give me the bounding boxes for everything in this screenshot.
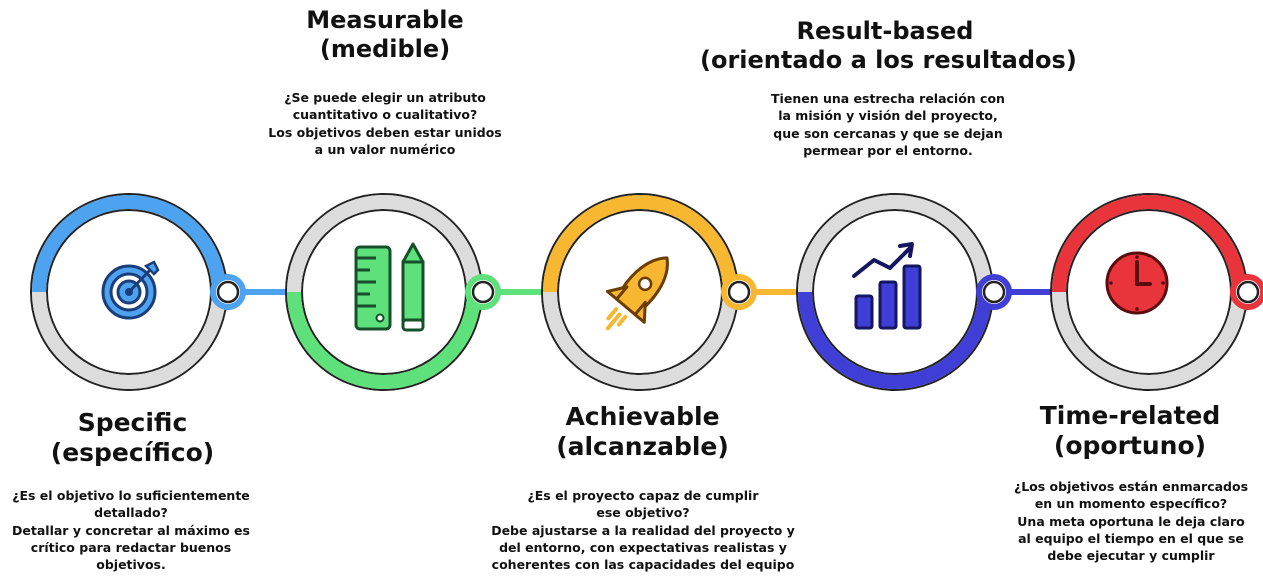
step-description-time-related: ¿Los objetivos están enmarcados en un mo…	[1013, 479, 1249, 563]
step-description-specific: ¿Es el objetivo lo suficientemente detal…	[12, 488, 250, 572]
step-title-time-related: Time-related (oportuno)	[1039, 401, 1221, 460]
growth-chart-icon	[852, 242, 922, 330]
ring-accent-specific	[32, 195, 226, 293]
step-title-specific: Specific (específico)	[50, 408, 215, 467]
step-title-achievable: Achievable (alcanzable)	[556, 402, 729, 461]
step-title-result-based: Result-based (orientado a los resultados…	[700, 17, 1077, 74]
clock-icon	[1105, 251, 1169, 315]
ring-accent-measurable	[287, 291, 481, 389]
ring-accent-achievable	[543, 195, 737, 293]
step-description-measurable: ¿Se puede elegir un atributo cuantitativ…	[268, 90, 502, 157]
target-icon	[101, 260, 160, 320]
ring-accent-result-based	[798, 291, 992, 389]
rocket-icon	[605, 256, 669, 331]
step-title-measurable: Measurable (medible)	[306, 6, 464, 63]
step-description-achievable: ¿Es el proyecto capaz de cumplir ese obj…	[491, 488, 795, 572]
ruler-pencil-icon	[354, 242, 425, 332]
ring-accent-time-related	[1052, 195, 1246, 293]
step-description-result-based: Tienen una estrecha relación con la misi…	[771, 91, 1005, 158]
